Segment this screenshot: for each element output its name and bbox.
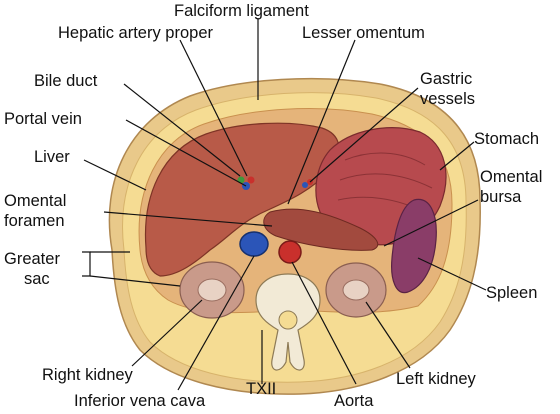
label-greater-sac-1: Greater (4, 250, 60, 268)
omental-bursa-region (263, 208, 379, 251)
label-greater-sac-2: sac (24, 270, 50, 288)
label-gastric: Gastric (420, 70, 472, 88)
label-omental-bursa-2: bursa (480, 188, 522, 206)
label-hepatic-artery-proper: Hepatic artery proper (58, 24, 213, 42)
label-left-kidney: Left kidney (396, 370, 477, 388)
label-portal-vein: Portal vein (4, 110, 82, 128)
left-kidney-pelvis (342, 279, 370, 301)
label-falciform-ligament: Falciform ligament (174, 2, 309, 20)
label-aorta: Aorta (334, 392, 374, 410)
gastric-vein-vessel (302, 182, 308, 188)
aorta-vessel (278, 240, 302, 264)
label-vessels: vessels (420, 90, 475, 108)
label-omental-bursa-1: Omental (480, 168, 542, 186)
label-lesser-omentum: Lesser omentum (302, 24, 425, 42)
ivc-vessel (239, 231, 269, 257)
label-liver: Liver (34, 148, 70, 166)
label-omental-foramen-2: foramen (4, 212, 65, 230)
label-stomach: Stomach (474, 130, 539, 148)
label-right-kidney: Right kidney (42, 366, 134, 384)
spinal-canal (278, 310, 298, 330)
right-kidney-pelvis (197, 278, 227, 302)
hepatic-artery-vessel (247, 176, 255, 184)
spleen-organ (391, 198, 437, 294)
label-bile-duct: Bile duct (34, 72, 98, 90)
label-omental-foramen-1: Omental (4, 192, 66, 210)
label-inferior-vena-cava: Inferior vena cava (74, 392, 206, 410)
label-txii: TXII (246, 380, 276, 398)
leader-lines (82, 18, 487, 391)
label-spleen: Spleen (486, 284, 537, 302)
